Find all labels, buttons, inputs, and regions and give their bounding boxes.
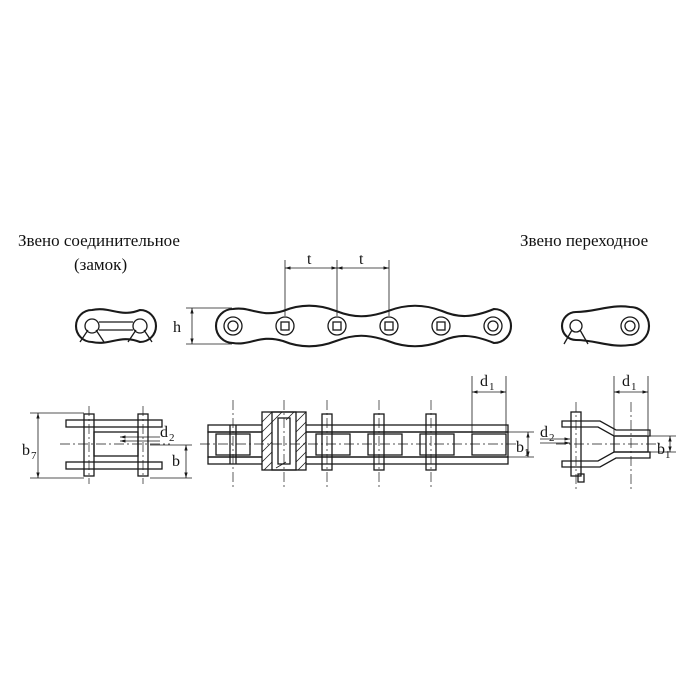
pitch-label-2: t [359, 251, 364, 268]
inner-width-label-right: b [657, 441, 665, 458]
connecting-link-note: (замок) [74, 255, 127, 274]
section-hatching [261, 411, 307, 471]
roller-dia-label: d [480, 373, 488, 390]
outer-width-label: b [22, 442, 30, 459]
width-label: b [172, 453, 180, 470]
pin-dia-label-left: d [160, 424, 168, 441]
pin-dia-sub-left: 2 [169, 432, 175, 444]
inner-width-label: b [516, 439, 524, 456]
roller-dia-sub: 1 [489, 381, 495, 393]
roller-dia-sub-right: 1 [631, 381, 637, 393]
connecting-link-side-view [74, 308, 158, 344]
outer-width-sub: 7 [31, 450, 37, 462]
pitch-label-1: t [307, 251, 312, 268]
inner-width-sub-right: 1 [665, 449, 671, 461]
transition-link-title: Звено переходное [520, 231, 648, 250]
chain-side-view: t t h [173, 251, 513, 348]
chain-top-view: d 1 b 1 [200, 373, 534, 488]
transition-link-top-view: d 1 d 2 b 1 [540, 373, 676, 490]
transition-link-side-view [561, 305, 650, 347]
height-label: h [173, 319, 181, 336]
connecting-link-top-view: b 7 d 2 b [22, 406, 192, 484]
pin-dia-label-right: d [540, 424, 548, 441]
inner-width-sub: 1 [524, 447, 530, 459]
roller-dia-label-right: d [622, 373, 630, 390]
connecting-link-title: Звено соединительное [18, 231, 180, 250]
pin-dia-sub-right: 2 [549, 432, 555, 444]
